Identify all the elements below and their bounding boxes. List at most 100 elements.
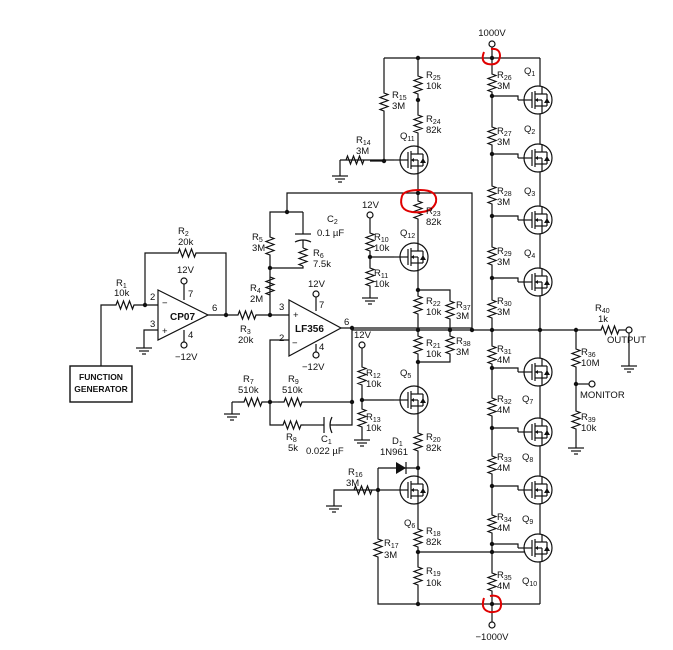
opamp-lf356-name: LF356 [295,324,324,335]
diode-head [544,98,550,103]
ref-prefix: R [243,374,250,385]
ref-prefix: R [497,296,504,307]
c1-ref: C1 [321,434,332,446]
diode-head [420,488,426,493]
q5-ref: Q5 [400,368,411,380]
resistor-r29 [486,244,498,268]
r39-ref: R39 [581,412,596,424]
output-terminal [625,326,633,334]
mosfet-q12 [394,242,429,272]
r15-ref: R15 [392,90,407,102]
wire [418,356,451,363]
junction-dot [489,425,495,431]
r30-ref: R30 [497,296,512,308]
r27-value: 3M [497,137,510,148]
arrow [535,546,538,550]
resistor-r34 [486,512,498,536]
resistor-r31 [486,344,498,366]
wire [144,252,172,305]
arrow [535,156,538,160]
opamp-cp07 [157,289,210,341]
ref-prefix: R [384,538,391,549]
supply-terminal [366,211,374,219]
r24-ref: R24 [426,114,441,126]
ref-subscript: 2 [531,129,535,136]
mosfet-q1 [518,85,553,115]
r13-ref: R13 [366,412,381,424]
pin-6: 6 [212,303,217,314]
r36-value: 10M [581,358,600,369]
ref-prefix: R [426,206,433,217]
wire [269,211,303,228]
wire [269,339,289,402]
ref-subscript: 8 [293,437,297,444]
r38-value: 3M [456,347,469,358]
supply-terminal-neg [488,621,496,629]
r20-value: 82k [426,443,442,454]
arrow [535,430,538,434]
zener-diode-d1 [396,462,406,474]
r23-value: 82k [426,217,442,228]
mosfet-q3 [518,205,553,235]
function-generator-label: GENERATOR [74,384,128,394]
r25-value: 10k [426,81,442,92]
r4-value: 2M [250,294,263,305]
ref-subscript: 24 [433,119,441,126]
ref-subscript: 19 [433,571,441,578]
r21-ref: R21 [426,338,441,350]
ref-prefix: R [497,452,504,463]
junction-dot [489,365,495,371]
highlight-mark-mid [400,188,438,214]
function-generator-box [69,365,133,403]
r7-ref: R7 [243,374,254,386]
ref-subscript: 39 [588,417,596,424]
wire [492,485,519,490]
resistor-r17 [372,536,384,560]
ref-prefix: Q [522,576,529,587]
ref-subscript: 22 [433,301,441,308]
ref-subscript: 3 [247,329,251,336]
ref-prefix: R [497,344,504,355]
r20-ref: R20 [426,432,441,444]
resistor-r16 [348,484,378,496]
ref-subscript: 16 [355,472,363,479]
ref-prefix: R [497,570,504,581]
pin-2: 2 [279,333,284,344]
highlight-mark-bottom [481,594,503,614]
pin-4: 4 [188,330,193,341]
resistor-r1 [110,299,140,311]
r8-value: 5k [288,443,298,454]
c2-value: 0.1 µF [317,228,344,239]
rail-12v: 12V [354,330,372,341]
r5-value: 3M [252,243,265,254]
arrow [411,398,414,402]
opamp-cp07-name: CP07 [170,312,195,323]
ref-subscript: 20 [433,437,441,444]
monitor-label: MONITOR [580,390,625,401]
resistor-r35 [486,570,498,594]
ref-subscript: 23 [433,211,441,218]
resistor-r21 [412,330,424,360]
ref-subscript: 32 [504,399,512,406]
ref-subscript: 37 [463,305,471,312]
wire [336,328,353,426]
r28-value: 3M [497,197,510,208]
ref-subscript: 33 [504,457,512,464]
mosfet-q11 [394,145,429,175]
r7-value: 510k [238,385,259,396]
r33-value: 4M [497,463,510,474]
resistor-r9 [278,396,308,408]
vpos: 12V [177,265,195,276]
resistor-r19 [412,562,424,590]
ref-subscript: 35 [504,575,512,582]
pin-plus: + [293,310,299,321]
vneg: −12V [175,352,198,363]
wire [270,266,304,269]
arrow [535,218,538,222]
ref-prefix: R [313,248,320,259]
ref-subscript: 2 [185,231,189,238]
pin-plus: + [162,326,168,337]
junction-dot [489,541,495,547]
ref-prefix: R [426,566,433,577]
resistor-r37 [444,300,456,320]
